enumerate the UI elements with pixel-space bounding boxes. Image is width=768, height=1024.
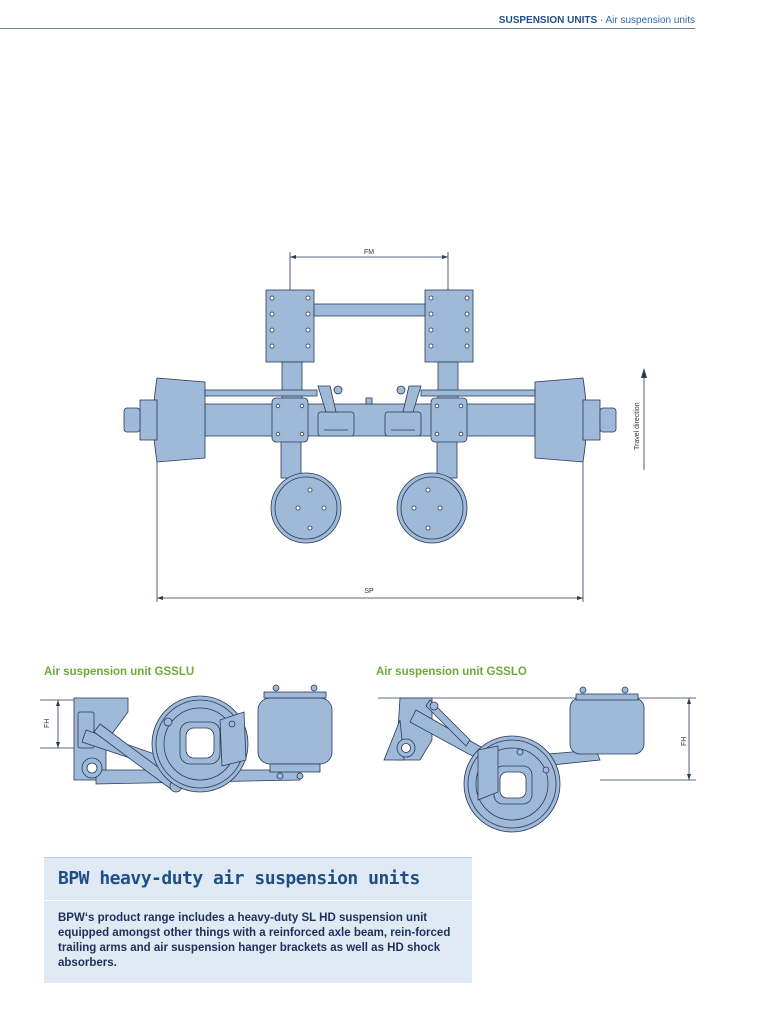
gsslu-dim-fh-label: FH <box>44 719 51 728</box>
page-header: SUSPENSION UNITS · Air suspension units <box>499 15 695 26</box>
info-box-divider <box>44 900 472 901</box>
header-section: SUSPENSION UNITS <box>498 15 598 26</box>
header-separator: · <box>597 15 606 26</box>
gsslu-side-view-drawing <box>40 684 333 793</box>
gsslo-dim-fh-label: FH <box>681 737 688 746</box>
gsslo-title: Air suspension unit GSSLO <box>376 666 527 678</box>
header-subsection: Air suspension units <box>605 15 696 26</box>
travel-direction-label: Travel direction <box>634 402 641 450</box>
info-box: BPW heavy-duty air suspension units BPW‘… <box>44 857 472 983</box>
gsslo-side-view-drawing <box>378 686 696 833</box>
dim-sp-label: SP <box>364 588 374 595</box>
top-view-drawing <box>123 252 647 602</box>
header-rule <box>0 28 695 29</box>
gsslu-title: Air suspension unit GSSLU <box>44 666 195 678</box>
info-box-body: BPW‘s product range includes a heavy-dut… <box>58 912 451 969</box>
info-box-title: BPW heavy-duty air suspension units <box>58 868 420 889</box>
dim-fm-label: FM <box>364 249 374 256</box>
